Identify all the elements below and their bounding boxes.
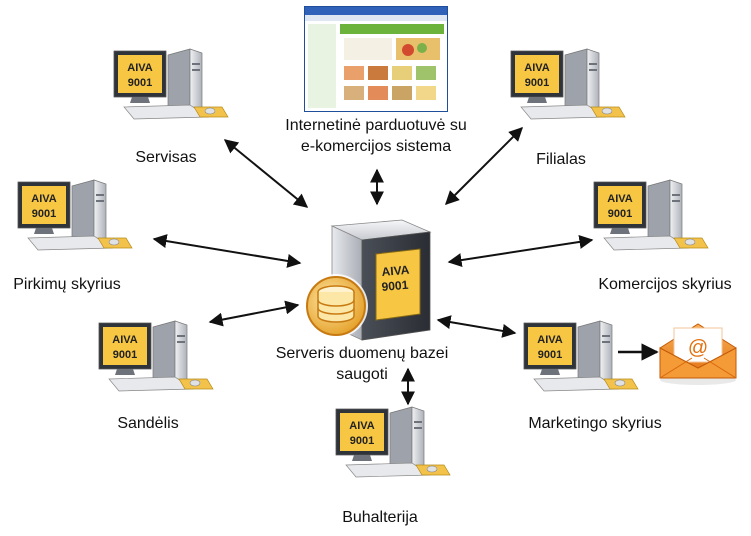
- screen-line1: AIVA: [537, 334, 563, 346]
- website-screenshot: [304, 6, 448, 112]
- label-website-line1: Internetinė parduotuvė su: [285, 117, 467, 134]
- screen-line2: 9001: [113, 349, 137, 361]
- arrow-purchasing-server: [152, 234, 302, 268]
- arrow-marketing-server: [436, 315, 517, 338]
- label-accounting: Buhalterija: [342, 509, 418, 526]
- label-website-line2: e-komercijos sistema: [300, 138, 452, 155]
- arrow-service-server: [223, 139, 309, 208]
- screen-line1: AIVA: [349, 420, 375, 432]
- computer-icon: AIVA 9001: [593, 179, 709, 251]
- label-branch: Filialas: [536, 151, 586, 168]
- server: AIVA 9001: [302, 218, 432, 351]
- screen-line1: AIVA: [524, 62, 550, 74]
- computer-icon: AIVA 9001: [523, 320, 639, 392]
- email-at-symbol: @: [688, 337, 708, 359]
- arrow-warehouse-server: [208, 300, 300, 327]
- label-commerce: Komercijos skyrius: [598, 276, 732, 293]
- label-website: Internetinė parduotuvė su e-komercijos s…: [262, 115, 490, 157]
- computer-icon: AIVA 9001: [510, 48, 626, 120]
- screen-line1: AIVA: [127, 62, 153, 74]
- screen-line1: AIVA: [112, 334, 138, 346]
- computer-icon: AIVA 9001: [17, 179, 133, 251]
- screen-line2: 9001: [525, 77, 549, 89]
- computer-icon: AIVA 9001: [335, 406, 451, 478]
- screen-line2: 9001: [350, 435, 374, 447]
- computer-warehouse: AIVA 9001: [95, 317, 215, 400]
- computer-purchasing: AIVA 9001: [14, 176, 134, 259]
- computer-service: AIVA 9001: [110, 45, 230, 128]
- label-server-line1: Serveris duomenų bazei: [275, 345, 449, 362]
- arrow-branch-server: [445, 127, 523, 205]
- computer-commerce: AIVA 9001: [590, 176, 710, 259]
- label-marketing: Marketingo skyrius: [528, 415, 662, 432]
- computer-branch: AIVA 9001: [507, 45, 627, 128]
- server-badge-line2: 9001: [381, 278, 409, 294]
- email-icon: @: [652, 318, 738, 391]
- label-server: Serveris duomenų bazei saugoti: [268, 343, 456, 385]
- computer-accounting: AIVA 9001: [332, 403, 452, 486]
- computer-marketing: AIVA 9001: [520, 317, 640, 400]
- screen-line1: AIVA: [607, 193, 633, 205]
- label-server-line2: saugoti: [336, 366, 388, 383]
- label-warehouse: Sandėlis: [117, 415, 179, 432]
- screen-line2: 9001: [538, 349, 562, 361]
- screen-line2: 9001: [128, 77, 152, 89]
- computer-icon: AIVA 9001: [113, 48, 229, 120]
- server-badge-line1: AIVA: [381, 263, 410, 279]
- label-service: Servisas: [135, 149, 197, 166]
- screen-line2: 9001: [32, 208, 56, 220]
- screen-line1: AIVA: [31, 193, 57, 205]
- arrow-commerce-server: [447, 234, 594, 268]
- label-purchasing: Pirkimų skyrius: [13, 276, 121, 293]
- screen-line2: 9001: [608, 208, 632, 220]
- computer-icon: AIVA 9001: [98, 320, 214, 392]
